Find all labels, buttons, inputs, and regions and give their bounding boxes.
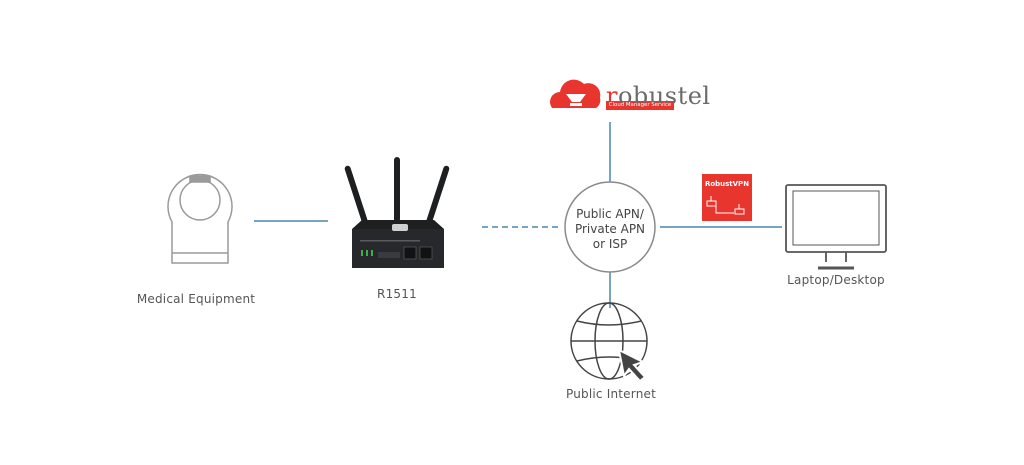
medical-equipment-icon: [167, 173, 233, 264]
hub-label-line-3: or ISP: [592, 237, 628, 251]
robustel-brand-tagline: Cloud Manager Service: [608, 102, 672, 108]
robustel-brand-name: robustel: [606, 82, 711, 110]
router-icon: [344, 157, 450, 268]
hub-label: Public APN/ Private APN or ISP: [560, 207, 660, 252]
laptop-label: Laptop/Desktop: [787, 273, 885, 287]
hub-label-line-1: Public APN/: [576, 207, 644, 221]
globe-cursor-icon: [570, 302, 648, 383]
hub-label-line-2: Private APN: [574, 222, 646, 236]
robustvpn-badge-icon: [702, 174, 752, 221]
robustvpn-label: RobustVPN: [704, 180, 750, 188]
desktop-monitor-icon: [785, 184, 887, 270]
router-label: R1511: [377, 287, 417, 301]
robustel-cloud-logo-icon: [550, 79, 674, 110]
robustel-brand-rest: obustel: [617, 82, 711, 110]
internet-label: Public Internet: [566, 387, 656, 401]
hub-circle: [564, 181, 656, 273]
medical-equipment-label: Medical Equipment: [136, 292, 256, 306]
